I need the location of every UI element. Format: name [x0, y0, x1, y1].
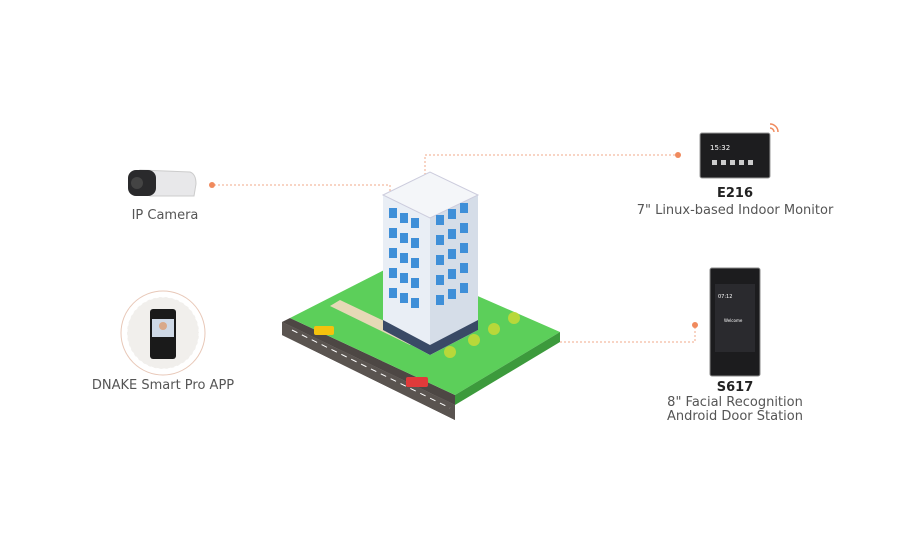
door-screen-time: 07:12: [718, 294, 732, 300]
red-car: [406, 377, 428, 387]
city-block-illustration: [282, 171, 560, 420]
taxi-car: [314, 326, 334, 335]
s617-description-line2: Android Door Station: [666, 409, 803, 424]
e216-description: 7" Linux-based Indoor Monitor: [636, 203, 834, 218]
door-station-connector: [560, 326, 696, 343]
camera-node-dot: [209, 182, 215, 188]
door-station-node-dot: [692, 322, 698, 328]
smart-pro-app-icon: [120, 290, 206, 376]
s617-description-line1: 8" Facial Recognition: [667, 395, 803, 410]
monitor-node-dot: [675, 152, 681, 158]
e216-monitor-image: 15:32: [699, 123, 779, 179]
s617-door-station-image: 07:12 Welcome: [709, 267, 761, 377]
camera-connector: [214, 184, 391, 195]
s617-description: 8" Facial Recognition Android Door Stati…: [630, 396, 840, 424]
ip-camera-label: IP Camera: [131, 208, 199, 223]
wifi-icon: [769, 123, 779, 133]
door-screen-greeting: Welcome: [724, 318, 743, 323]
smart-pro-app-label: DNAKE Smart Pro APP: [91, 378, 235, 393]
s617-model: S617: [716, 380, 754, 395]
monitor-screen-time: 15:32: [710, 144, 730, 152]
e216-model: E216: [716, 186, 754, 201]
ip-camera-icon: [128, 169, 197, 197]
